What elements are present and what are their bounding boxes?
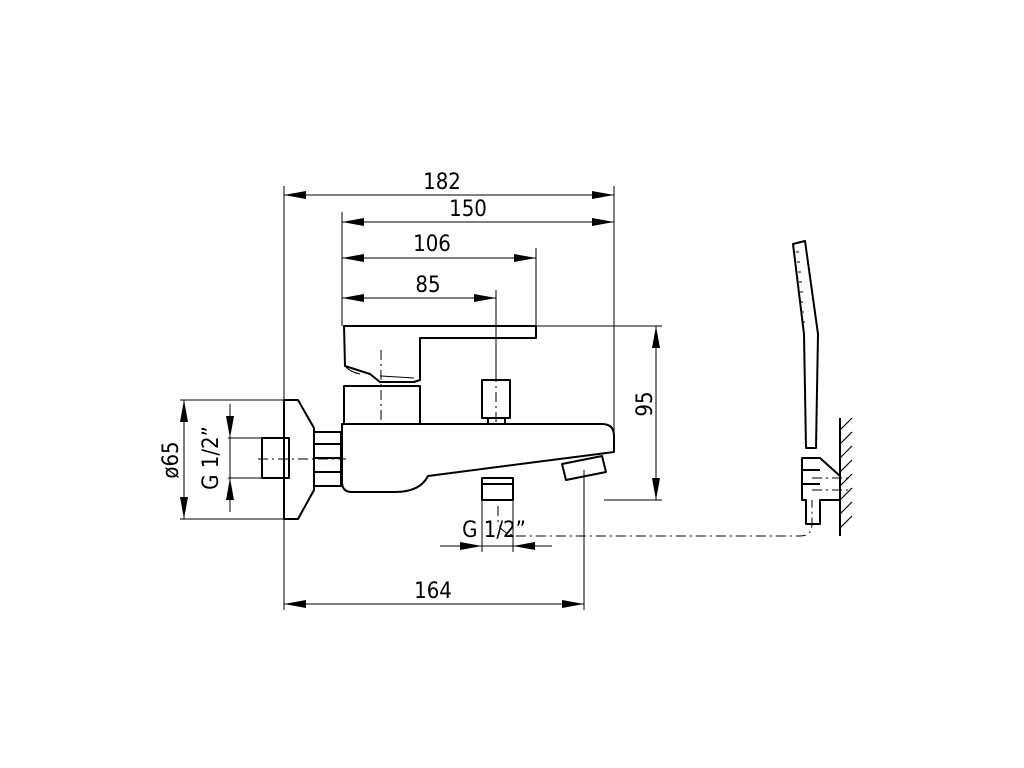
dim-overall-length: 182 (423, 170, 461, 195)
dim-outlet-offset: 85 (415, 273, 440, 298)
dim-lever-length: 106 (413, 232, 451, 257)
hose-path (497, 500, 813, 537)
dim-body-length: 150 (449, 197, 487, 222)
dim-outlet-thread: G 1/2” (462, 518, 526, 543)
diverter-knob (481, 379, 511, 419)
dimension-lines: 182 150 106 85 164 95 ø65 (159, 170, 662, 610)
mixer-body (258, 325, 615, 520)
holder-centerline (812, 477, 850, 491)
lever-detail (344, 365, 415, 379)
shower-outlet (481, 477, 514, 501)
shower-holder (801, 457, 841, 525)
dim-flange-diameter: ø65 (159, 441, 184, 478)
dim-height: 95 (633, 391, 658, 416)
inlet-connector (261, 437, 290, 479)
dim-spout-reach: 164 (414, 579, 452, 604)
shower-nozzles (796, 251, 805, 323)
hand-shower-assembly (497, 240, 853, 537)
wall-hatching (839, 417, 853, 536)
lever-handle (343, 325, 537, 383)
dim-inlet-thread: G 1/2” (199, 426, 224, 490)
diverter-stem (487, 417, 506, 425)
hex-nut (313, 431, 342, 487)
shower-head (792, 240, 819, 449)
main-body (341, 423, 615, 493)
cartridge-housing (343, 385, 421, 425)
extension-lines (180, 186, 662, 610)
spout-tip (561, 455, 607, 481)
